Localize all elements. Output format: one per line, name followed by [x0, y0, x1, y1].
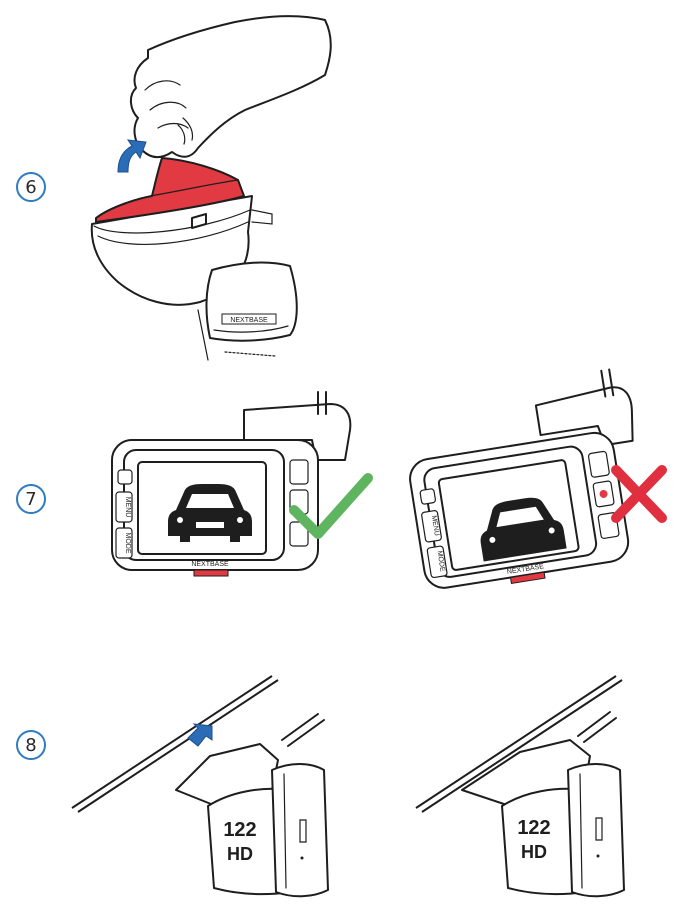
hand-illustration: [130, 15, 332, 158]
cross-icon: [611, 465, 667, 523]
step-7-badge: 7: [16, 484, 46, 514]
brand-logo-6: NEXTBASE: [230, 317, 268, 324]
model-suffix-right: HD: [521, 842, 547, 862]
step-7-number: 7: [25, 488, 37, 510]
brand-logo-correct: NEXTBASE: [191, 561, 229, 568]
camera-side-right: 122 HD: [461, 711, 625, 898]
model-suffix-left: HD: [227, 844, 253, 864]
mode-button-label-correct: MODE: [124, 533, 131, 554]
camera-rear: NEXTBASE: [197, 261, 298, 361]
step-6-badge: 6: [16, 172, 46, 202]
check-icon: [289, 473, 373, 539]
windscreen-right: [415, 675, 623, 813]
menu-button-label-correct: MENU: [124, 497, 131, 518]
car-icon-correct: [168, 484, 252, 542]
camera-correct: MENU MODE NEXTBASE: [111, 391, 352, 577]
windscreen-left: [71, 675, 279, 813]
step-6-number: 6: [25, 176, 37, 198]
step-8-number: 8: [25, 734, 37, 756]
mode-button-label-incorrect: MODE: [436, 550, 446, 572]
attach-arrow-icon: [187, 723, 213, 747]
camera-incorrect: MENU MODE NEXTBASE: [409, 368, 634, 589]
peel-arrow-icon: [117, 139, 147, 173]
step-8-badge: 8: [16, 730, 46, 760]
adhesive-pad: [95, 157, 245, 223]
model-label-left: 122: [223, 819, 256, 841]
model-label-right: 122: [517, 817, 550, 839]
menu-button-label-incorrect: MENU: [430, 515, 440, 536]
camera-side-left: 122 HD: [175, 713, 329, 898]
